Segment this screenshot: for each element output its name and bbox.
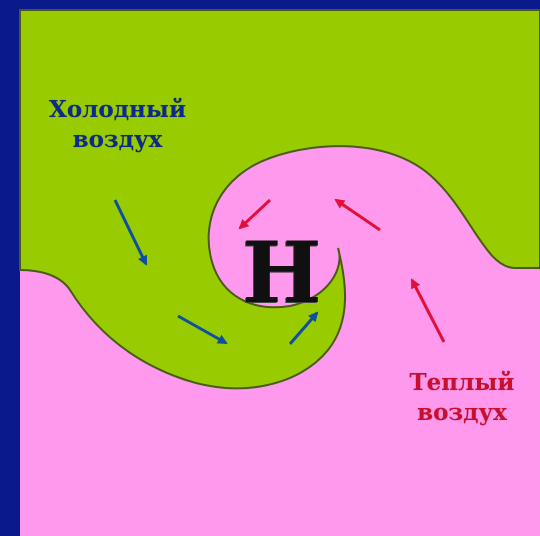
- warm-air-label: Теплый воздух: [392, 368, 532, 428]
- cold-arrow-1: [113, 199, 148, 266]
- warm-arrow-1: [410, 278, 446, 343]
- warm-arrow-3: [238, 198, 272, 230]
- warm-air-label-line1: Теплый: [409, 369, 515, 396]
- cold-air-label-line1: Холодный: [48, 96, 187, 123]
- cold-arrow-3: [288, 311, 319, 345]
- warm-arrow-2: [334, 198, 381, 232]
- cold-air-mass: [19, 9, 540, 390]
- cold-air-label: Холодный воздух: [30, 95, 205, 155]
- cold-arrow-2: [177, 314, 228, 345]
- cold-air-label-line2: воздух: [72, 126, 163, 153]
- low-pressure-symbol: Н: [242, 223, 322, 322]
- warm-air-label-line2: воздух: [417, 399, 507, 426]
